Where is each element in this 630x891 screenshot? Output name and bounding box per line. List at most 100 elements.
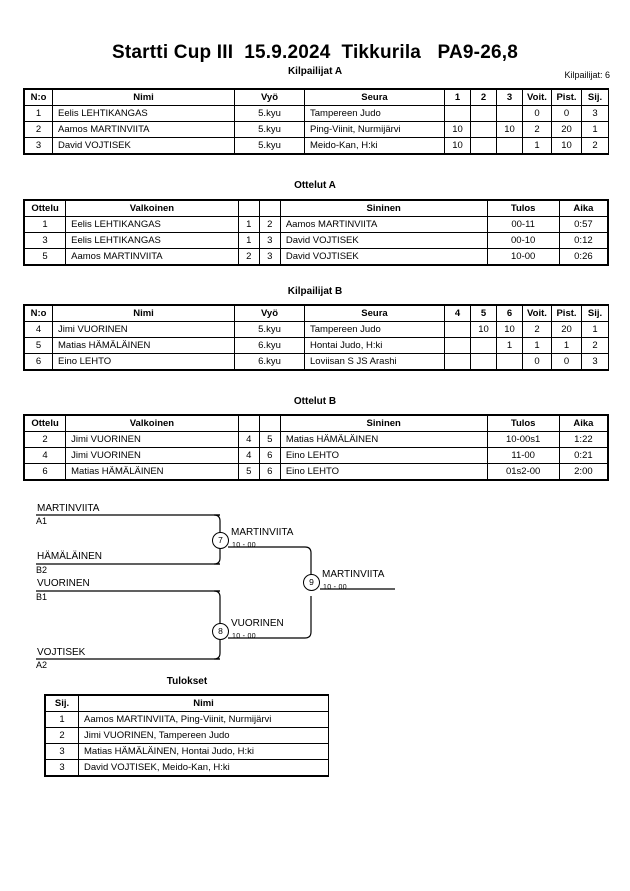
results-table: Sij. Nimi 1 Aamos MARTINVIITA, Ping-Viin…: [45, 695, 329, 776]
results-table-frame: Sij. Nimi 1 Aamos MARTINVIITA, Ping-Viin…: [44, 694, 329, 777]
cell-white: Eelis LEHTIKANGAS: [65, 216, 239, 233]
column-header-white: Valkoinen: [65, 415, 239, 432]
column-header-spacer-1: [237, 200, 260, 217]
cell-points: 1: [551, 337, 582, 354]
bracket-entry-seed-2: B2: [36, 565, 48, 575]
cell-white: Jimi VUORINEN: [65, 431, 239, 448]
column-header-m6: 6: [496, 305, 523, 322]
cell-no: 1: [24, 105, 53, 122]
bracket-match-number-9: 9: [303, 574, 320, 591]
column-header-time: Aika: [558, 200, 609, 217]
cell-name: Matias HÄMÄLÄINEN, Hontai Judo, H:ki: [78, 743, 329, 760]
cell-club: Hontai Judo, H:ki: [304, 337, 445, 354]
cell-match: 4: [23, 447, 67, 464]
cell-rank: 2: [581, 137, 609, 154]
cell-m2: [470, 137, 497, 154]
cell-wins: 0: [522, 105, 552, 122]
cell-m3: 10: [496, 121, 523, 138]
pool-b-table: N:o Nimi Vyö Seura 4 5 6 Voit. Pist. Sij…: [24, 305, 609, 370]
column-header-m5: 5: [470, 305, 497, 322]
cell-blue: Eino LEHTO: [279, 447, 488, 464]
table-row: 3 David VOJTISEK, Meido-Kan, H:ki: [45, 759, 329, 776]
table-row: 2 Aamos MARTINVIITA 5.kyu Ping-Viinit, N…: [24, 121, 609, 138]
pool-b-header-row: N:o Nimi Vyö Seura 4 5 6 Voit. Pist. Sij…: [24, 305, 609, 322]
cell-no: 4: [24, 321, 53, 338]
cell-name: Jimi VUORINEN: [52, 321, 235, 338]
cell-blue-no: 6: [258, 447, 281, 464]
column-header-spacer-1: [237, 415, 260, 432]
cell-m6: [496, 353, 523, 370]
matches-a-header-row: Ottelu Valkoinen Sininen Tulos Aika: [23, 200, 609, 217]
cell-club: Tampereen Judo: [304, 321, 445, 338]
bracket-entry-name-1: MARTINVIITA: [37, 503, 100, 514]
results-caption: Tulokset: [166, 676, 208, 687]
cell-wins: 2: [522, 121, 552, 138]
table-row: 3 Matias HÄMÄLÄINEN, Hontai Judo, H:ki: [45, 743, 329, 760]
cell-white-no: 4: [237, 431, 260, 448]
bracket-entry-name-4: VOJTISEK: [37, 647, 86, 658]
bracket-entry-name-2: HÄMÄLÄINEN: [37, 551, 103, 562]
cell-m5: 10: [470, 321, 497, 338]
table-row: 2 Jimi VUORINEN, Tampereen Judo: [45, 727, 329, 744]
column-header-result: Tulos: [486, 200, 560, 217]
pool-a-caption: Kilpailijat A: [287, 66, 343, 77]
column-header-wins: Voit.: [522, 89, 552, 106]
entrants-count: Kilpailijat: 6: [564, 70, 610, 80]
table-row: 5 Aamos MARTINVIITA 2 3 David VOJTISEK 1…: [23, 248, 609, 265]
bracket-entry-seed-3: B1: [36, 592, 48, 602]
column-header-spacer-2: [258, 415, 281, 432]
column-header-club: Seura: [304, 305, 445, 322]
cell-time: 2:00: [558, 463, 609, 480]
cell-m1: [444, 105, 471, 122]
table-row: 6 Matias HÄMÄLÄINEN 5 6 Eino LEHTO 01s2-…: [23, 463, 609, 480]
bracket-sf1-score: 10 - 00: [232, 542, 256, 549]
cell-points: 10: [551, 137, 582, 154]
cell-blue-no: 2: [258, 216, 281, 233]
cell-name: Eelis LEHTIKANGAS: [52, 105, 235, 122]
cell-wins: 2: [522, 321, 552, 338]
column-header-m4: 4: [444, 305, 471, 322]
matches-b-header-row: Ottelu Valkoinen Sininen Tulos Aika: [23, 415, 609, 432]
column-header-blue: Sininen: [279, 200, 488, 217]
cell-white-no: 5: [237, 463, 260, 480]
cell-club: Meido-Kan, H:ki: [304, 137, 445, 154]
cell-name: David VOJTISEK: [52, 137, 235, 154]
cell-result: 10-00s1: [486, 431, 560, 448]
table-row: 1 Eelis LEHTIKANGAS 1 2 Aamos MARTINVIIT…: [23, 216, 609, 233]
table-row: 1 Eelis LEHTIKANGAS 5.kyu Tampereen Judo…: [24, 105, 609, 122]
cell-time: 0:21: [558, 447, 609, 464]
cell-no: 2: [24, 121, 53, 138]
column-header-rank: Sij.: [581, 305, 609, 322]
bracket-match-number-8: 8: [212, 623, 229, 640]
column-header-points: Pist.: [551, 305, 582, 322]
cell-white: Eelis LEHTIKANGAS: [65, 232, 239, 249]
cell-m6: 1: [496, 337, 523, 354]
cell-club: Tampereen Judo: [304, 105, 445, 122]
cell-m2: [470, 105, 497, 122]
cell-match: 5: [23, 248, 67, 265]
bracket-sf2-winner: VUORINEN: [231, 618, 284, 629]
cell-wins: 0: [522, 353, 552, 370]
column-header-blue: Sininen: [279, 415, 488, 432]
cell-rank: 1: [581, 121, 609, 138]
table-row: 3 Eelis LEHTIKANGAS 1 3 David VOJTISEK 0…: [23, 232, 609, 249]
cell-no: 5: [24, 337, 53, 354]
column-header-wins: Voit.: [522, 305, 552, 322]
cell-match: 3: [23, 232, 67, 249]
cell-rank: 2: [581, 337, 609, 354]
column-header-points: Pist.: [551, 89, 582, 106]
cell-points: 20: [551, 121, 582, 138]
table-row: 4 Jimi VUORINEN 4 6 Eino LEHTO 11-00 0:2…: [23, 447, 609, 464]
cell-m5: [470, 353, 497, 370]
cell-rank: 1: [581, 321, 609, 338]
table-row: 4 Jimi VUORINEN 5.kyu Tampereen Judo 10 …: [24, 321, 609, 338]
cell-blue-no: 3: [258, 248, 281, 265]
cell-m4: [444, 353, 471, 370]
cell-result: 11-00: [486, 447, 560, 464]
cell-club: Loviisan S JS Arashi: [304, 353, 445, 370]
cell-rank: 3: [45, 743, 79, 760]
cell-no: 3: [24, 137, 53, 154]
cell-white-no: 2: [237, 248, 260, 265]
table-row: 6 Eino LEHTO 6.kyu Loviisan S JS Arashi …: [24, 353, 609, 370]
table-row: 5 Matias HÄMÄLÄINEN 6.kyu Hontai Judo, H…: [24, 337, 609, 354]
